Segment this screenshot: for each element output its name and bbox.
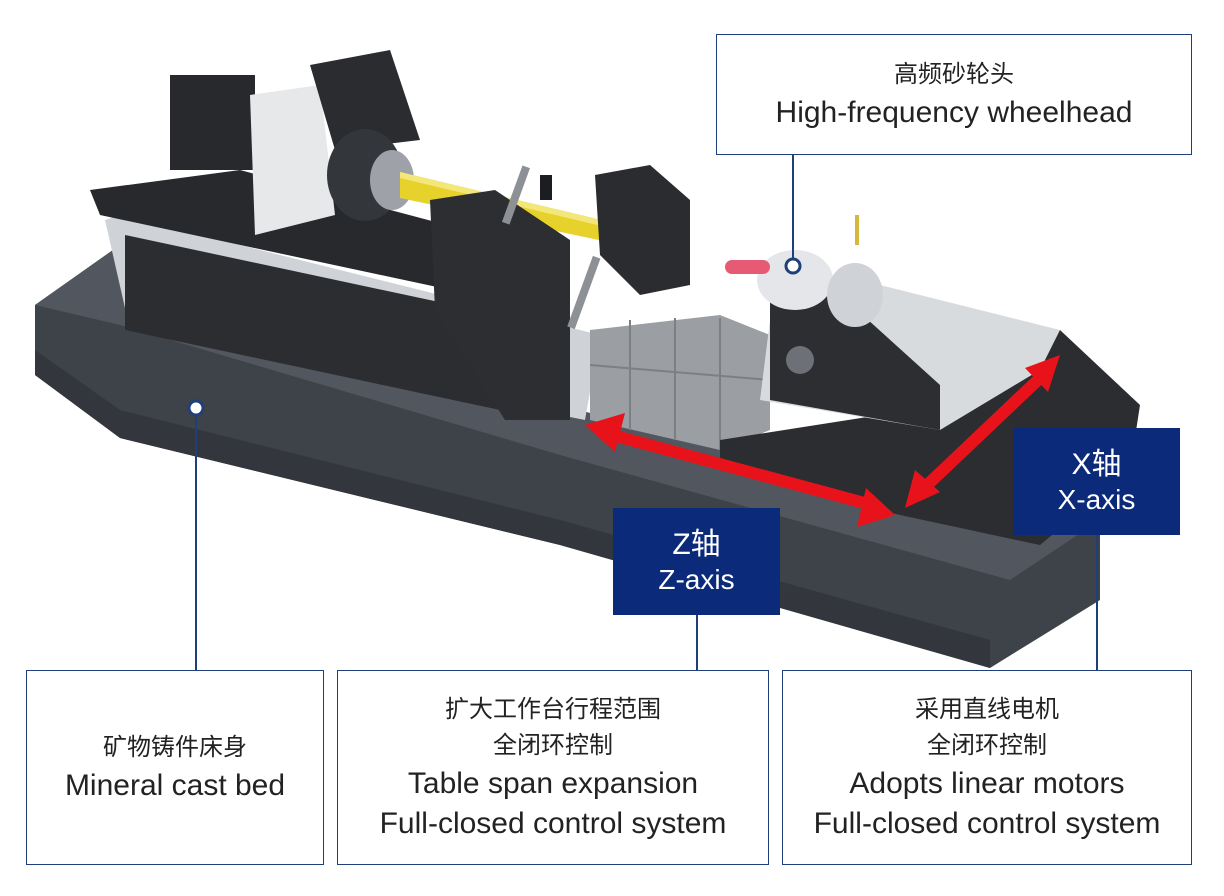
callout-table-span: 扩大工作台行程范围 全闭环控制 Table span expansion Ful… [337, 670, 769, 865]
callout-table-zh1: 扩大工作台行程范围 [445, 695, 661, 723]
z-axis-label-zh: Z轴 [672, 527, 721, 561]
callout-bed-zh: 矿物铸件床身 [103, 733, 247, 761]
x-axis-label-zh: X轴 [1071, 447, 1122, 481]
z-axis-label-en: Z-axis [658, 563, 735, 595]
x-axis-label-en: X-axis [1057, 483, 1136, 515]
callout-table-zh2: 全闭环控制 [493, 731, 613, 759]
z-axis-label: Z轴 Z-axis [613, 508, 780, 615]
callout-table-en1: Table span expansion [407, 766, 699, 800]
x-axis-arrow [905, 355, 1060, 508]
callout-mineral-cast-bed: 矿物铸件床身 Mineral cast bed [26, 670, 324, 865]
callout-wheelhead: 高频砂轮头 High-frequency wheelhead [716, 34, 1192, 155]
headstock [170, 50, 420, 235]
tailstock [430, 165, 690, 420]
x-axis-label: X轴 X-axis [1013, 428, 1180, 535]
z-axis-arrow [585, 413, 895, 527]
callout-wheelhead-en: High-frequency wheelhead [775, 95, 1133, 129]
callout-table-en2: Full-closed control system [379, 806, 727, 840]
leader-dots [187, 257, 802, 417]
callout-motors-en1: Adopts linear motors [849, 766, 1125, 800]
callout-linear-motors: 采用直线电机 全闭环控制 Adopts linear motors Full-c… [782, 670, 1192, 865]
callout-motors-zh2: 全闭环控制 [927, 731, 1047, 759]
leader-lines [195, 155, 1098, 670]
callout-motors-en2: Full-closed control system [813, 806, 1161, 840]
callout-bed-en: Mineral cast bed [64, 768, 286, 802]
z-axis-covers [589, 315, 771, 450]
callout-wheelhead-zh: 高频砂轮头 [894, 60, 1014, 88]
callout-motors-zh1: 采用直线电机 [915, 695, 1059, 723]
